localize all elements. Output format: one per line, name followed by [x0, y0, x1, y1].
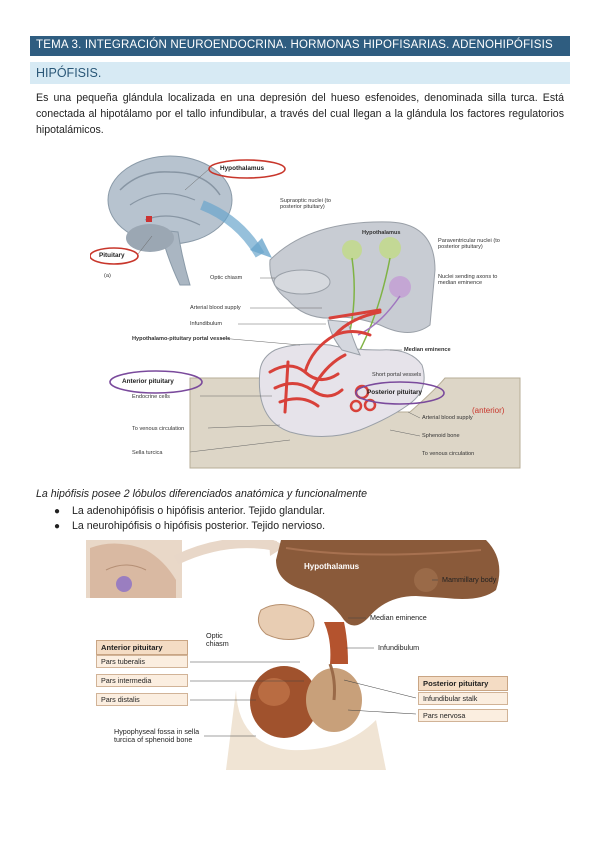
- label-short-portal: Short portal vessels: [372, 372, 422, 378]
- hypothalamus-label: Hypothalamus: [304, 562, 360, 571]
- list-item-text: La neurohipófisis o hipófisis posterior.…: [72, 520, 326, 532]
- infundibulum-label: Infundibulum: [378, 643, 420, 652]
- label-hypothalamus-bold: Hypothalamus: [362, 230, 401, 236]
- section-title: HIPÓFISIS.: [30, 62, 570, 84]
- posterior-pituitary-oval-label: Posterior pituitary: [367, 389, 423, 396]
- figure-caption: La hipófisis posee 2 lóbulos diferenciad…: [36, 488, 367, 500]
- label-paraventricular: Paraventricular nuclei (to posterior pit…: [438, 238, 500, 251]
- label-arterial-supply: Arterial blood supply: [190, 305, 241, 311]
- mammillary-body-label: Mammillary body: [442, 575, 497, 584]
- label-median-eminence: Median eminence: [404, 347, 451, 353]
- pars-nervosa-label: Pars nervosa: [418, 709, 508, 722]
- anterior-pituitary-oval-label: Anterior pituitary: [122, 378, 174, 385]
- label-infundibulum: Infundibulum: [190, 321, 223, 327]
- label-endocrine-cells: Endocrine cells: [132, 394, 170, 400]
- pars-intermedia-label: Pars intermedia: [96, 674, 188, 687]
- label-arterial-supply-right: Arterial blood supply: [422, 415, 473, 421]
- lobe-list: ● La adenohipófisis o hipófisis anterior.…: [50, 504, 570, 534]
- list-item: ● La adenohipófisis o hipófisis anterior.…: [50, 504, 570, 519]
- pituitary-anatomy-figure-1: Hypothalamus Pituitary (a) Anterior pitu…: [90, 150, 530, 470]
- figure-1-illustration: [90, 155, 521, 469]
- anterior-pituitary-box-title: Anterior pituitary: [96, 640, 188, 655]
- figure-2-illustration: [86, 540, 500, 770]
- label-portal-vessels: Hypothalamo-pituitary portal vessels: [132, 336, 231, 342]
- optic-chiasm-label: Optic chiasm: [206, 631, 229, 648]
- label-venous-left: To venous circulation: [132, 426, 185, 432]
- hypophyseal-fossa-label: Hypophyseal fossa in sella turcica of sp…: [114, 727, 200, 744]
- pars-tuberalis-label: Pars tuberalis: [96, 655, 188, 668]
- infundibular-stalk-label: Infundibular stalk: [418, 692, 508, 705]
- median-eminence-label: Median eminence: [370, 613, 427, 622]
- pars-distalis-label: Pars distalis: [96, 693, 188, 706]
- label-venous-right: To venous circulation: [422, 451, 475, 457]
- pituitary-oval-label: Pituitary: [99, 252, 125, 259]
- anterior-note: (anterior): [472, 406, 505, 415]
- pituitary-anatomy-figure-2: Hypothalamus Mammillary body Median emin…: [86, 540, 526, 770]
- bullet-icon: ●: [54, 506, 61, 517]
- list-item-text: La adenohipófisis o hipófisis anterior. …: [72, 505, 326, 517]
- label-sphenoid: Sphenoid bone: [422, 433, 460, 439]
- label-nuclei-sending: Nuclei sending axons to median eminence: [438, 274, 498, 287]
- list-item: ● La neurohipófisis o hipófisis posterior…: [50, 519, 570, 534]
- label-sella-turcica: Sella turcica: [132, 450, 163, 456]
- bullet-icon: ●: [54, 521, 61, 532]
- panel-letter: (a): [104, 273, 111, 279]
- document-header: TEMA 3. INTEGRACIÓN NEUROENDOCRINA. HORM…: [30, 36, 570, 56]
- intro-paragraph: Es una pequeña glándula localizada en un…: [36, 92, 564, 136]
- hypothalamus-oval-label: Hypothalamus: [220, 165, 265, 172]
- posterior-pituitary-box-title: Posterior pituitary: [418, 676, 508, 691]
- label-optic-chiasm: Optic chiasm: [210, 275, 243, 281]
- label-supraoptic: Supraoptic nuclei (to posterior pituitar…: [280, 198, 331, 211]
